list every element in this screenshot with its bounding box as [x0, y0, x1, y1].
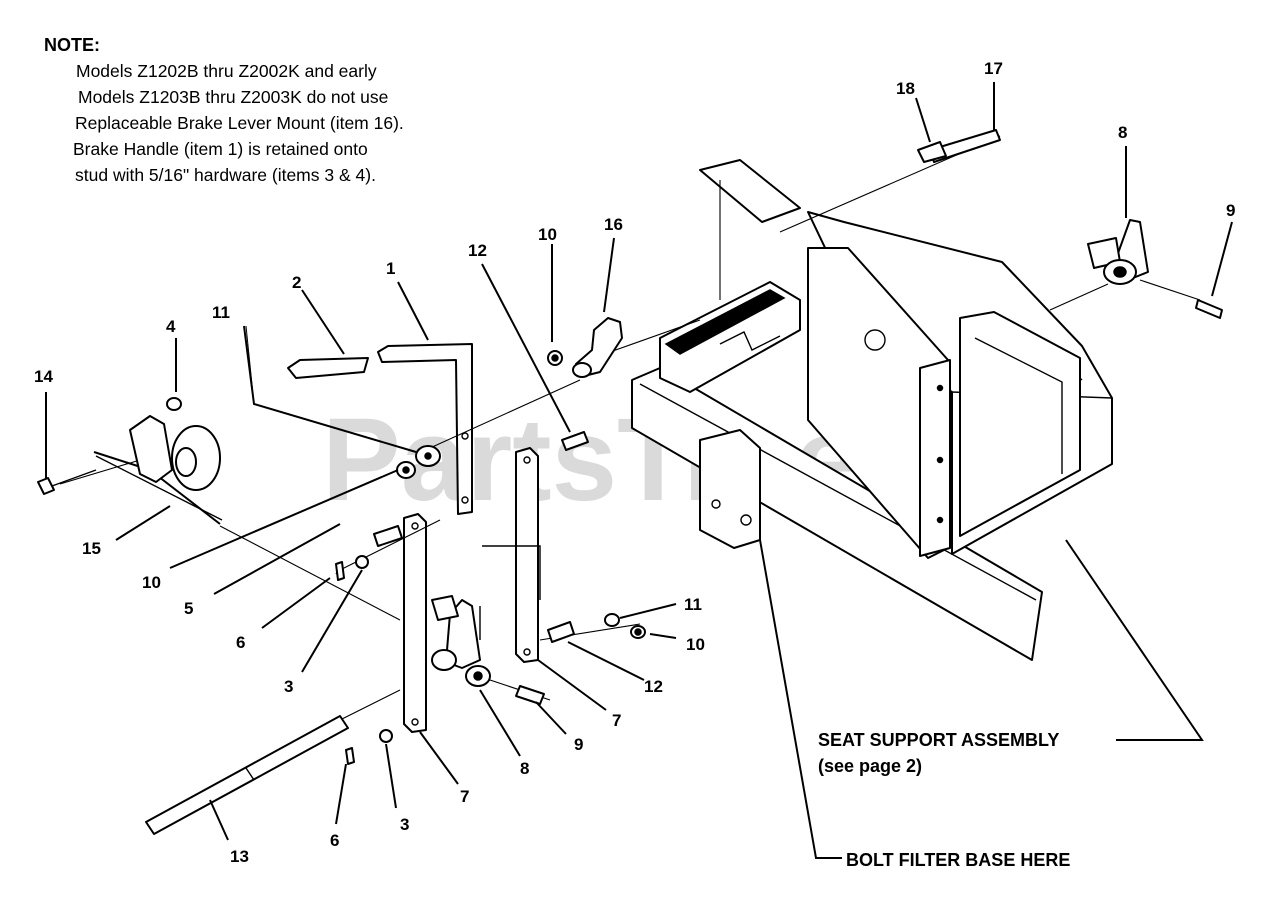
small-hardware	[335, 519, 441, 765]
seat-support-sublabel: (see page 2)	[818, 756, 922, 776]
washer-3-upper	[355, 555, 369, 569]
pivot-assembly-lower	[431, 595, 646, 705]
cotter-6-upper	[335, 561, 345, 581]
callout-3a: 3	[284, 677, 293, 696]
callout-11a: 11	[212, 303, 230, 322]
callout-12a: 12	[468, 241, 487, 260]
bolt-filter-label: BOLT FILTER BASE HERE	[846, 850, 1070, 870]
pin-9-upper	[1195, 299, 1223, 319]
callout-9b: 9	[574, 735, 583, 754]
callout-3b: 3	[400, 815, 409, 834]
link-bar-7-left	[403, 513, 427, 733]
seat-support-top-bracket	[699, 159, 801, 223]
grip-2	[287, 357, 369, 379]
callout-11b: 11	[684, 595, 702, 614]
callout-labels: 1 2 4 11 12 10 16 14 15 10 5 6 3 6 3 7 8…	[34, 59, 1235, 866]
stud-12-lower	[547, 621, 575, 643]
callout-10a: 10	[538, 225, 557, 244]
callout-18: 18	[896, 79, 915, 98]
pivot-tab-lower	[431, 595, 459, 621]
callout-12b: 12	[644, 677, 663, 696]
pivot-assembly-upper	[1049, 219, 1223, 319]
callout-6b: 6	[330, 831, 339, 850]
note-title: NOTE:	[44, 35, 100, 55]
cotter-6-lower	[345, 747, 355, 765]
note-line-5: stud with 5/16" hardware (items 3 & 4).	[75, 165, 376, 185]
seat-support-flange	[919, 359, 951, 557]
callout-10c: 10	[686, 635, 705, 654]
shaft-13-body	[145, 715, 349, 835]
callout-14: 14	[34, 367, 53, 386]
filter-base-bracket	[699, 429, 761, 549]
note-line-2: Models Z1203B thru Z2003K do not use	[78, 87, 389, 107]
callout-5: 5	[184, 599, 193, 618]
callout-2: 2	[292, 273, 301, 292]
callout-8b: 8	[520, 759, 529, 778]
callout-16: 16	[604, 215, 623, 234]
nut-4	[166, 397, 182, 411]
callout-4: 4	[166, 317, 176, 336]
callout-10b: 10	[142, 573, 161, 592]
side-plate-hole	[864, 329, 886, 351]
pin-9-lower	[515, 685, 545, 705]
note-block: NOTE: Models Z1202B thru Z2002K and earl…	[44, 32, 404, 188]
leader-lines	[45, 82, 1233, 859]
stud-12-top	[561, 431, 589, 451]
callout-1: 1	[386, 259, 395, 278]
callout-8a: 8	[1118, 123, 1127, 142]
rod-assembly-top	[779, 129, 1001, 233]
callout-17: 17	[984, 59, 1003, 78]
seat-support-assembly	[631, 159, 1113, 661]
assembly-labels: SEAT SUPPORT ASSEMBLY (see page 2) BOLT …	[818, 730, 1070, 870]
callout-15: 15	[82, 539, 101, 558]
seat-support-label: SEAT SUPPORT ASSEMBLY	[818, 730, 1059, 750]
callout-13: 13	[230, 847, 249, 866]
spacer-18	[917, 141, 947, 163]
shaft-13	[145, 689, 401, 835]
note-line-1: Models Z1202B thru Z2002K and early	[76, 61, 377, 81]
note-line-4: Brake Handle (item 1) is retained onto	[73, 139, 368, 159]
seat-support-housing	[959, 311, 1081, 537]
lever-mount-body	[575, 317, 623, 377]
callout-7b: 7	[612, 711, 621, 730]
link-bar-7-right	[515, 447, 539, 663]
callout-9a: 9	[1226, 201, 1235, 220]
cable-bracket	[129, 415, 173, 483]
handle-1	[377, 343, 473, 515]
callout-7a: 7	[460, 787, 469, 806]
bolt-14-head	[37, 477, 55, 495]
callout-6a: 6	[236, 633, 245, 652]
brake-cable-assembly	[37, 397, 401, 621]
note-line-3: Replaceable Brake Lever Mount (item 16).	[75, 113, 404, 133]
washer-3-lower	[379, 729, 393, 743]
box-bracket	[659, 281, 801, 393]
washer-11-lower	[604, 613, 620, 627]
link-bars	[403, 447, 541, 733]
brake-handle	[287, 343, 589, 515]
pin-5	[373, 525, 403, 547]
brake-lever-mount-16	[547, 317, 701, 378]
